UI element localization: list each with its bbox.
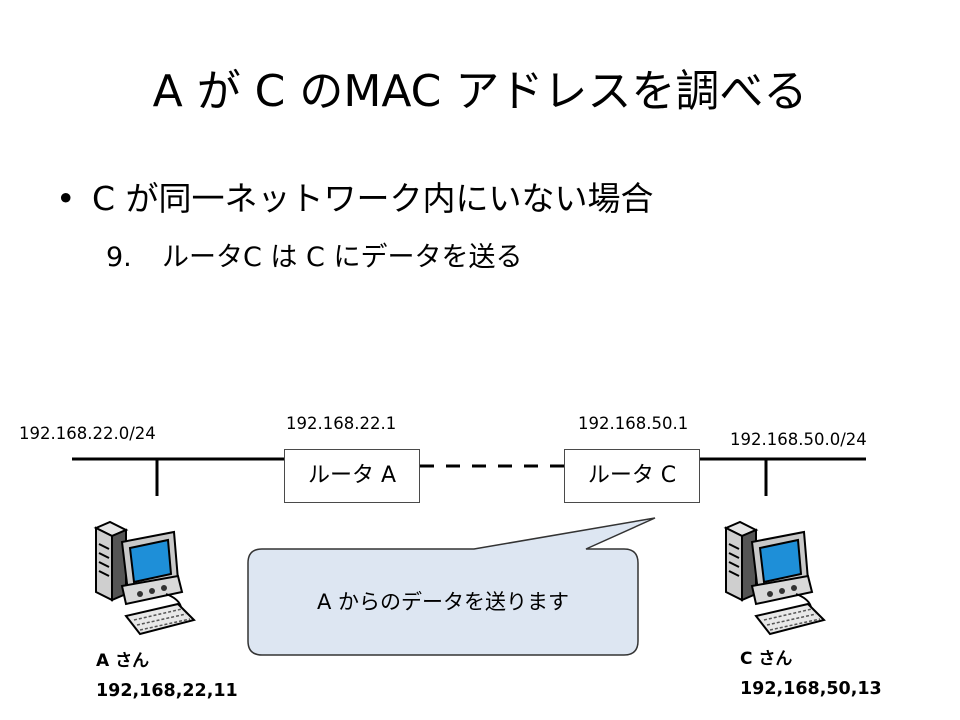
host-a-ip: 192,168,22,11: [96, 681, 238, 701]
subnet-label-a: 192.168.22.0/24: [19, 424, 156, 443]
slide-title: A が C のMAC アドレスを調べる: [152, 66, 808, 117]
router-c-ip: 192.168.50.1: [578, 414, 689, 433]
computer-icon: [95, 521, 195, 635]
speech-bubble-shape: [247, 517, 656, 656]
bullet-item: • C が同一ネットワーク内にいない場合: [56, 176, 654, 222]
step-text: ルータC は C にデータを送る: [162, 242, 523, 273]
bullet-text: C が同一ネットワーク内にいない場合: [92, 179, 654, 218]
router-c-label: ルータ C: [587, 463, 677, 488]
router-c-box: ルータ C: [564, 449, 700, 503]
subnet-label-c: 192.168.50.0/24: [730, 430, 867, 449]
host-a-name: A さん: [96, 651, 150, 671]
speech-bubble-text: A からのデータを送ります: [316, 590, 570, 614]
computer-icon: [725, 521, 825, 635]
router-a-label: ルータ A: [307, 463, 397, 488]
numbered-step: 9. ルータC は C にデータを送る: [106, 238, 522, 278]
host-c-ip: 192,168,50,13: [740, 679, 882, 699]
step-number: 9.: [106, 242, 132, 273]
host-c-name: C さん: [740, 649, 793, 669]
router-a-ip: 192.168.22.1: [286, 414, 397, 433]
router-a-box: ルータ A: [284, 449, 420, 503]
bullet-marker: •: [56, 179, 76, 218]
